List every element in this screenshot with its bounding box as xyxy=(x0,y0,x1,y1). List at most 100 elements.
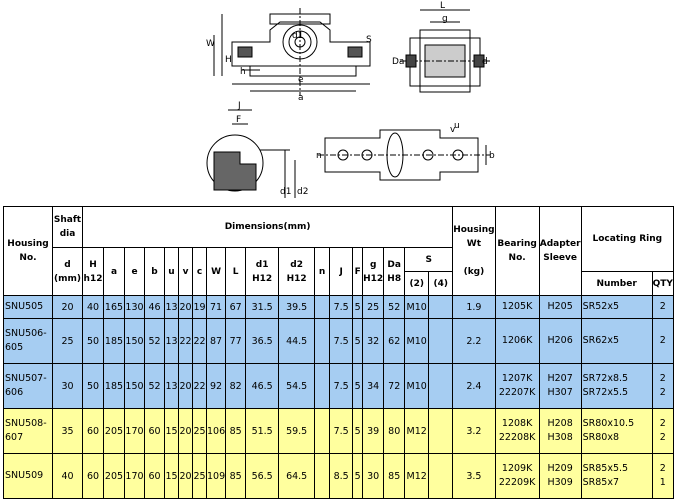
cell-bearing: 1205K xyxy=(494,295,540,319)
header-a: a xyxy=(103,247,125,296)
cell-a: 205 xyxy=(103,408,125,454)
cell-u: 13 xyxy=(164,318,179,364)
cell-c: 19 xyxy=(192,295,207,319)
cell-u: 13 xyxy=(164,363,179,409)
cell-e: 130 xyxy=(124,295,145,319)
cell-housing: SNU506-605 xyxy=(3,318,53,364)
cell-sleeve-line: H308 xyxy=(547,432,573,443)
cell-n xyxy=(314,453,331,499)
cell-b: 46 xyxy=(144,295,165,319)
top-view-drawing xyxy=(318,129,490,181)
cell-W: 109 xyxy=(205,453,227,499)
side-view-drawing xyxy=(400,9,490,93)
cell-H: 50 xyxy=(82,363,104,409)
cell-e: 150 xyxy=(124,363,145,409)
cell-ring-line: SR80x10.5 xyxy=(582,418,635,429)
cell-d2: 39.5 xyxy=(278,295,316,319)
header-housing-no: Housing No. xyxy=(3,206,53,296)
header-d: d (mm) xyxy=(52,247,83,296)
cell-S4 xyxy=(428,318,454,364)
cell-housing: SNU508-607 xyxy=(3,408,53,454)
technical-drawings: W H h e a d1 S L g Da d J F d1 d2 v n u … xyxy=(206,1,495,198)
cell-ring-line: SR52x5 xyxy=(582,301,620,312)
label-b: b xyxy=(489,151,495,161)
cell-g: 34 xyxy=(362,363,385,409)
label-u: u xyxy=(454,121,460,131)
cell-d2: 44.5 xyxy=(278,318,316,364)
label-H: H xyxy=(225,55,232,65)
header-qty: QTY xyxy=(651,271,674,296)
header-b: b xyxy=(144,247,165,296)
cell-W: 71 xyxy=(205,295,227,319)
cell-a: 205 xyxy=(103,453,125,499)
cell-u: 13 xyxy=(164,295,179,319)
cell-sleeve-line: H207 xyxy=(547,373,573,384)
cell-wt: 1.9 xyxy=(452,295,496,319)
cell-e: 170 xyxy=(124,453,145,499)
cell-bearing-line: 22208K xyxy=(498,432,536,443)
cell-J: 7.5 xyxy=(329,408,354,454)
cell-Da: 85 xyxy=(383,453,406,499)
cell-H: 60 xyxy=(82,453,104,499)
cell-a: 185 xyxy=(103,318,125,364)
cell-d1: 36.5 xyxy=(245,318,280,364)
cell-sleeve-line: H307 xyxy=(547,387,573,398)
cell-wt: 2.4 xyxy=(452,363,496,409)
label-S: S xyxy=(366,35,372,45)
cell-ring-line: SR85x7 xyxy=(582,477,620,488)
label-Da: Da xyxy=(392,57,404,67)
cell-qty-line: 2 xyxy=(659,463,666,474)
cell-d1: 46.5 xyxy=(245,363,280,409)
cell-v: 20 xyxy=(178,295,193,319)
cell-qty-line: 2 xyxy=(659,432,666,443)
cell-bearing-line: 1205K xyxy=(501,301,533,312)
cell-L: 85 xyxy=(225,408,247,454)
cell-d: 40 xyxy=(52,453,83,499)
cell-g: 32 xyxy=(362,318,385,364)
header-housing-wt: Housing Wt(kg) xyxy=(452,206,496,296)
header-shaft-dia: Shaft dia xyxy=(52,206,83,248)
label-d1-detail: d1 xyxy=(280,187,291,197)
label-h: h xyxy=(240,67,246,77)
cell-S4 xyxy=(428,295,454,319)
cell-v: 20 xyxy=(178,453,193,499)
cell-sleeve-line: H309 xyxy=(547,477,573,488)
cell-S2: M12 xyxy=(404,408,430,454)
cell-S4 xyxy=(428,363,454,409)
cell-W: 92 xyxy=(205,363,227,409)
cell-Da: 52 xyxy=(383,295,406,319)
cell-bearing-line: 1207K xyxy=(501,373,533,384)
cell-sleeve-line: H209 xyxy=(547,463,573,474)
cell-J: 7.5 xyxy=(329,363,354,409)
cell-sleeve-line: H208 xyxy=(547,418,573,429)
cell-qty-line: 2 xyxy=(659,418,666,429)
cell-F: 5 xyxy=(352,318,364,364)
header-locating-ring: Locating Ring xyxy=(580,206,674,272)
cell-sleeve: H205 xyxy=(538,295,582,319)
cell-S2: M10 xyxy=(404,363,430,409)
cell-u: 15 xyxy=(164,453,179,499)
cell-H: 40 xyxy=(82,295,104,319)
cell-ring: SR62x5 xyxy=(580,318,653,364)
cell-bearing-line: 22209K xyxy=(498,477,536,488)
cell-bearing: 1207K 22207K xyxy=(494,363,540,409)
cell-qty-line: 2 xyxy=(659,387,666,398)
cell-S4 xyxy=(428,453,454,499)
cell-d: 30 xyxy=(52,363,83,409)
cell-Da: 62 xyxy=(383,318,406,364)
cell-d1: 31.5 xyxy=(245,295,280,319)
cell-bearing-line: 22207K xyxy=(498,387,536,398)
cell-ring-line: SR62x5 xyxy=(582,335,620,346)
